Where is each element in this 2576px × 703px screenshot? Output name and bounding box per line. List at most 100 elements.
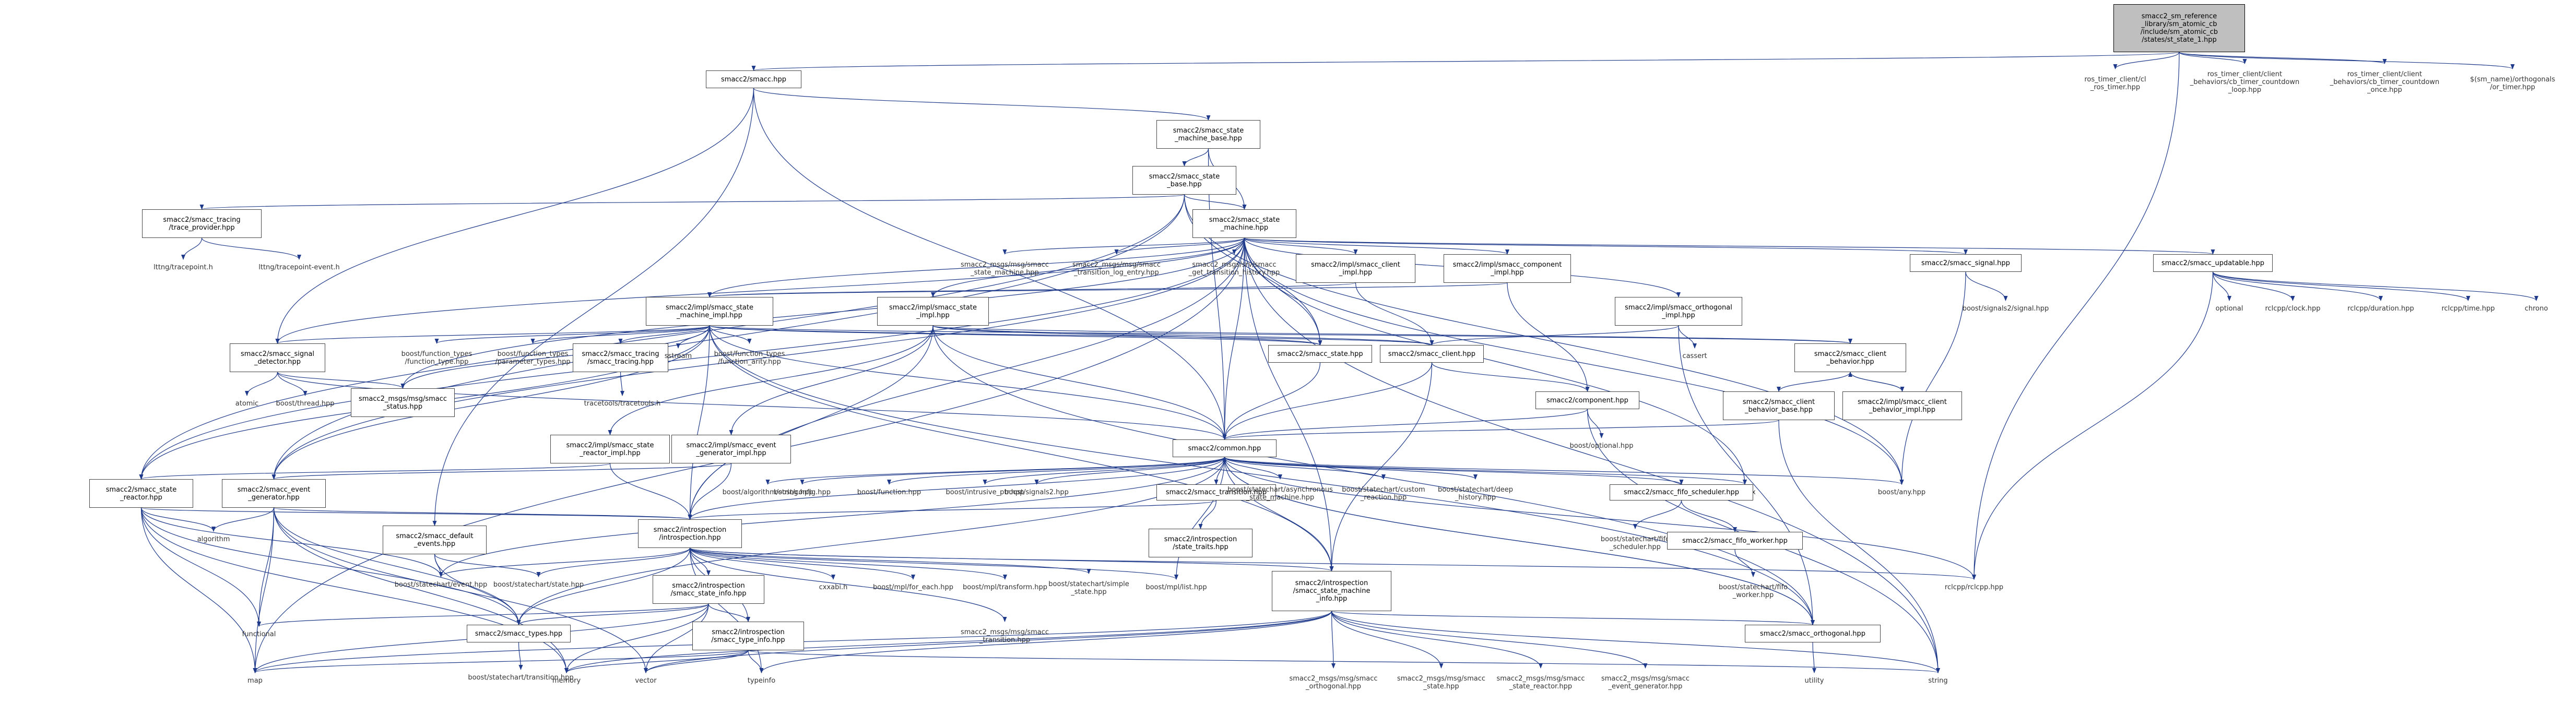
- node-component-impl[interactable]: smacc2/impl/smacc_component _impl.hpp: [1444, 254, 1571, 283]
- edge-sm_info-to-string: [1331, 611, 1940, 673]
- node-sc-transition: boost/statechart/transition.hpp: [468, 674, 574, 682]
- edge-introspection-to-rclcpp: [689, 547, 1976, 580]
- edge-state_impl-to-event_gen_impl: [729, 325, 933, 435]
- edge-updatable_hpp-to-chrono: [2212, 271, 2538, 301]
- node-event-generator[interactable]: smacc2/smacc_event _generator.hpp: [222, 479, 326, 508]
- node-smacc-types[interactable]: smacc2/smacc_types.hpp: [467, 625, 571, 642]
- node-state-traits[interactable]: smacc2/introspection /state_traits.hpp: [1149, 529, 1252, 557]
- node-sm-base[interactable]: smacc2/smacc_state _machine_base.hpp: [1156, 120, 1260, 149]
- node-smacc-state-info[interactable]: smacc2/introspection /smacc_state_info.h…: [653, 575, 764, 604]
- edge-component_impl-to-sm_impl: [708, 282, 1508, 297]
- node-orth-impl[interactable]: smacc2/impl/smacc_orthogonal _impl.hpp: [1615, 297, 1742, 326]
- node-map: map: [247, 677, 263, 685]
- node-atomic: atomic: [235, 400, 259, 408]
- edge-sm_hpp-to-client_impl: [1244, 237, 1358, 255]
- edge-state_base-to-sm_hpp: [1184, 194, 1247, 210]
- edge-updatable_hpp-to-rclcpp: [1972, 271, 2214, 580]
- edge-client_behavior-to-client_behavior_base: [1777, 372, 1851, 392]
- edge-common_hpp-to-deep_history: [1224, 457, 1478, 480]
- node-root[interactable]: smacc2_sm_reference _library/sm_atomic_c…: [2113, 4, 2245, 52]
- node-sc-event: boost/statechart/event.hpp: [394, 581, 488, 589]
- node-typeinfo: typeinfo: [747, 677, 776, 685]
- node-client-behavior-base[interactable]: smacc2/smacc_client _behavior_base.hpp: [1723, 391, 1835, 420]
- edge-smacc_tracing-to-tracetools: [620, 372, 624, 396]
- edge-sm_impl-to-smacc_tracing: [618, 325, 710, 344]
- node-updatable-hpp[interactable]: smacc2/smacc_updatable.hpp: [2153, 254, 2273, 272]
- node-event-gen-impl[interactable]: smacc2/impl/smacc_event _generator_impl.…: [671, 435, 791, 463]
- edge-smacc_client_hpp-to-component_hpp: [1431, 362, 1590, 392]
- node-trace-provider[interactable]: smacc2/smacc_tracing /trace_provider.hpp: [142, 209, 262, 238]
- node-sm-hpp[interactable]: smacc2/smacc_state _machine.hpp: [1192, 209, 1296, 238]
- node-msg-status[interactable]: smacc2_msgs/msg/smacc _status.hpp: [351, 388, 455, 417]
- node-smacc-tracing[interactable]: smacc2/smacc_tracing /smacc_tracing.hpp: [573, 343, 668, 372]
- edge-state_reactor-to-map: [140, 507, 257, 673]
- node-default-events[interactable]: smacc2/smacc_default _events.hpp: [383, 526, 487, 554]
- edge-root-to-cb_timer_loop: [2179, 52, 2247, 64]
- node-fifo-scheduler[interactable]: smacc2/smacc_fifo_scheduler.hpp: [1610, 484, 1753, 501]
- node-sm-info[interactable]: smacc2/introspection /smacc_state_machin…: [1272, 571, 1391, 611]
- node-msg-event-generator: smacc2_msgs/msg/smacc _event_generator.h…: [1601, 674, 1690, 690]
- node-common-hpp[interactable]: smacc2/common.hpp: [1173, 439, 1277, 457]
- edge-component_hpp-to-boost_optional: [1587, 409, 1604, 438]
- node-sm-impl[interactable]: smacc2/impl/smacc_state _machine_impl.hp…: [646, 297, 773, 326]
- edge-type_info-to-memory: [564, 650, 749, 673]
- edge-introspection-to-msg_transition: [689, 547, 1007, 622]
- edge-root-to-or_timer: [2179, 52, 2515, 69]
- node-algo-string: boost/algorithm/string.hpp: [722, 488, 813, 496]
- node-signal-detector[interactable]: smacc2/smacc_signal _detector.hpp: [230, 343, 325, 372]
- node-client-impl[interactable]: smacc2/impl/smacc_client _impl.hpp: [1296, 254, 1415, 283]
- node-smacc-state-hpp[interactable]: smacc2/smacc_state.hpp: [1268, 345, 1372, 363]
- edge-common_hpp-to-algo_string: [765, 457, 1225, 485]
- edge-signal_detector-to-msg_status: [277, 372, 405, 389]
- edge-sm_hpp-to-state_reactor: [139, 237, 1245, 480]
- node-client-behavior-impl[interactable]: smacc2/impl/smacc_client _behavior_impl.…: [1842, 391, 1962, 420]
- edge-orth_impl-to-smacc_client_hpp: [1429, 325, 1679, 345]
- edge-component_impl-to-component_hpp: [1507, 282, 1590, 392]
- edge-sm_info-to-vector: [644, 611, 1332, 673]
- edge-common_hpp-to-mutex: [1224, 457, 1747, 485]
- edge-fifo_scheduler-to-fifo_worker: [1681, 500, 1737, 532]
- edge-root-to-rclcpp: [1972, 52, 2180, 580]
- edge-event_gen_impl-to-introspection: [688, 463, 732, 520]
- node-fifo-worker[interactable]: smacc2/smacc_fifo_worker.hpp: [1667, 532, 1803, 550]
- node-signal-hpp[interactable]: smacc2/smacc_signal.hpp: [1910, 254, 2022, 272]
- node-type-info[interactable]: smacc2/introspection /smacc_type_info.hp…: [692, 622, 804, 650]
- node-state-base[interactable]: smacc2/smacc_state _base.hpp: [1132, 166, 1236, 195]
- node-tracetools: tracetools/tracetools.h: [584, 400, 661, 408]
- node-async-sm: boost/statechart/asynchronous _state_mac…: [1227, 485, 1333, 502]
- edge-client_behavior_base-to-common_hpp: [1223, 420, 1779, 440]
- edge-sm_hpp-to-signal_detector: [275, 237, 1245, 344]
- edge-sm_hpp-to-signal_hpp: [1244, 237, 1968, 255]
- node-msg-state-machine: smacc2_msgs/msg/smacc _state_machine.hpp: [960, 260, 1049, 277]
- node-msg-orthogonal: smacc2_msgs/msg/smacc _orthogonal.hpp: [1289, 674, 1378, 690]
- edge-sm_info-to-msg_event_generator: [1331, 611, 1648, 669]
- node-utility: utility: [1804, 677, 1824, 685]
- node-introspection[interactable]: smacc2/introspection /introspection.hpp: [638, 519, 742, 548]
- node-srv-get-history: smacc2_msgs/srv/smacc _get_transition_hi…: [1188, 260, 1280, 277]
- node-state-impl[interactable]: smacc2/impl/smacc_state _impl.hpp: [877, 297, 989, 326]
- node-transition-hpp[interactable]: smacc2/smacc_transition.hpp: [1156, 484, 1276, 501]
- node-orthogonal-hpp[interactable]: smacc2/smacc_orthogonal.hpp: [1745, 625, 1881, 642]
- node-sc-state: boost/statechart/state.hpp: [493, 581, 584, 589]
- node-cxxabi: cxxabi.h: [819, 583, 848, 591]
- node-boost-function: boost/function.hpp: [857, 488, 921, 496]
- node-component-hpp[interactable]: smacc2/component.hpp: [1535, 391, 1639, 409]
- node-custom-reaction: boost/statechart/custom _reaction.hpp: [1342, 485, 1425, 502]
- edge-trace_provider-to-lttng_tpe: [201, 237, 301, 260]
- edge-smacc_types-to-sc_transition: [518, 642, 523, 670]
- node-smacc-client-hpp[interactable]: smacc2/smacc_client.hpp: [1380, 345, 1484, 363]
- edge-component_hpp-to-common_hpp: [1222, 409, 1588, 440]
- node-boost-any: boost/any.hpp: [1877, 488, 1926, 496]
- node-state-reactor[interactable]: smacc2/smacc_state _reactor.hpp: [89, 479, 193, 508]
- node-state-reactor-impl[interactable]: smacc2/impl/smacc_state _reactor_impl.hp…: [550, 435, 670, 463]
- node-client-behavior[interactable]: smacc2/smacc_client _behavior.hpp: [1794, 343, 1906, 372]
- edge-state_reactor_impl-to-state_reactor: [139, 463, 611, 480]
- edge-sm_info-to-msg_state: [1331, 611, 1444, 669]
- edge-common_hpp-to-boost_signals2: [1034, 457, 1225, 485]
- edge-event_generator-to-map: [253, 507, 275, 673]
- edge-smacc_state_info-to-memory: [564, 603, 709, 673]
- node-boost-config: boost/config.hpp: [773, 488, 831, 496]
- edge-transition_hpp-to-introspection: [688, 500, 1217, 520]
- node-smacc-hpp[interactable]: smacc2/smacc.hpp: [706, 70, 801, 88]
